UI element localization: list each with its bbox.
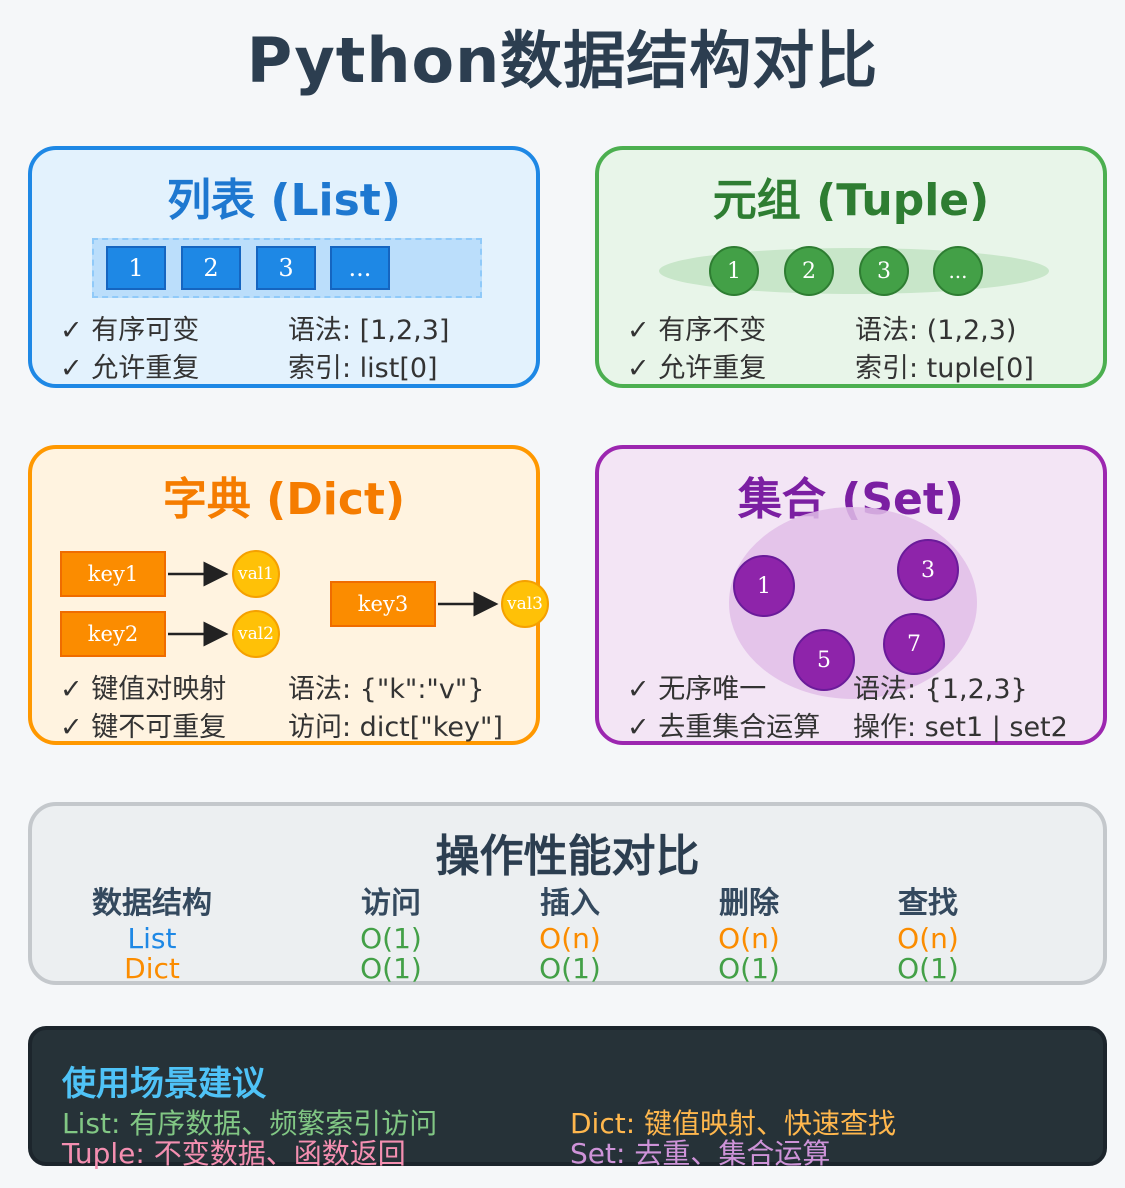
set-feature-2: ✓ 去重集合运算 [627, 712, 821, 743]
perf-cell: O(n) [718, 922, 780, 955]
perf-cell: O(1) [539, 952, 601, 985]
perf-cell: List [127, 922, 177, 955]
list-cell: 1 [106, 246, 166, 290]
set-ops: 操作: set1 | set2 [853, 712, 1068, 743]
tuple-syntax: 语法: (1,2,3) [855, 315, 1017, 346]
perf-cell: O(1) [360, 922, 422, 955]
dict-feature-2: ✓ 键不可重复 [60, 712, 227, 743]
dict-value: val2 [232, 610, 280, 658]
perf-cell: Dict [124, 952, 180, 985]
tuple-index: 索引: tuple[0] [855, 353, 1034, 384]
tuple-item: ... [933, 246, 983, 296]
dict-syntax: 语法: {"k":"v"} [288, 674, 485, 705]
tuple-feature-1: ✓ 有序不变 [627, 315, 767, 346]
list-card: 列表 (List) 1 2 3 ... ✓ 有序可变 ✓ 允许重复 语法: [1… [28, 146, 540, 388]
dict-card: 字典 (Dict) key1 key2 key3 val1 val2 val3 … [28, 445, 549, 745]
dict-key: key3 [330, 581, 436, 627]
perf-header: 数据结构 [92, 886, 212, 921]
dict-key: key1 [60, 551, 166, 597]
tip-tuple: Tuple: 不变数据、函数返回 [62, 1137, 406, 1170]
tuple-feature-2: ✓ 允许重复 [627, 353, 767, 384]
set-item: 7 [883, 613, 945, 675]
tuple-card: 元组 (Tuple) 1 2 3 ... ✓ 有序不变 ✓ 允许重复 语法: (… [595, 146, 1107, 388]
list-title: 列表 (List) [167, 175, 401, 226]
perf-title: 操作性能对比 [435, 831, 700, 882]
set-item: 5 [793, 629, 855, 691]
tip-set: Set: 去重、集合运算 [570, 1137, 831, 1170]
dict-value: val1 [232, 550, 280, 598]
tips-card: 使用场景建议 List: 有序数据、频繁索引访问 Dict: 键值映射、快速查找… [28, 1026, 1107, 1170]
dict-feature-1: ✓ 键值对映射 [60, 674, 227, 705]
dict-access: 访问: dict["key"] [288, 712, 503, 743]
dict-value: val3 [501, 580, 549, 628]
perf-header: 删除 [719, 886, 779, 921]
tip-list: List: 有序数据、频繁索引访问 [62, 1107, 438, 1140]
perf-cell: O(1) [897, 952, 959, 985]
list-cell: 3 [256, 246, 316, 290]
list-cell: 2 [181, 246, 241, 290]
list-feature-1: ✓ 有序可变 [60, 315, 200, 346]
set-item: 3 [897, 539, 959, 601]
tuple-item: 3 [859, 246, 909, 296]
perf-card: 操作性能对比 数据结构 访问 插入 删除 查找 List O(1) O(n) O… [28, 802, 1107, 985]
perf-header: 访问 [361, 886, 421, 921]
list-index: 索引: list[0] [288, 353, 438, 384]
perf-cell: O(1) [718, 952, 780, 985]
set-card: 集合 (Set) 1 3 5 7 ✓ 无序唯一 ✓ 去重集合运算 语法: {1,… [595, 445, 1107, 745]
page-title: Python数据结构对比 [246, 24, 879, 97]
set-item: 1 [733, 555, 795, 617]
set-syntax: 语法: {1,2,3} [853, 674, 1028, 705]
tips-title: 使用场景建议 [62, 1064, 266, 1104]
tip-dict: Dict: 键值映射、快速查找 [570, 1107, 897, 1140]
perf-cell: O(n) [897, 922, 959, 955]
dict-arrows [168, 561, 499, 647]
perf-header: 查找 [898, 886, 958, 921]
list-syntax: 语法: [1,2,3] [288, 315, 450, 346]
perf-cell: O(1) [360, 952, 422, 985]
set-feature-1: ✓ 无序唯一 [627, 674, 767, 705]
list-feature-2: ✓ 允许重复 [60, 353, 200, 384]
dict-key: key2 [60, 611, 166, 657]
perf-header: 插入 [540, 886, 600, 921]
dict-title: 字典 (Dict) [162, 474, 406, 525]
perf-cell: O(n) [539, 922, 601, 955]
list-cell: ... [330, 246, 390, 290]
tuple-title: 元组 (Tuple) [712, 175, 990, 226]
tuple-item: 1 [709, 246, 759, 296]
tuple-item: 2 [784, 246, 834, 296]
